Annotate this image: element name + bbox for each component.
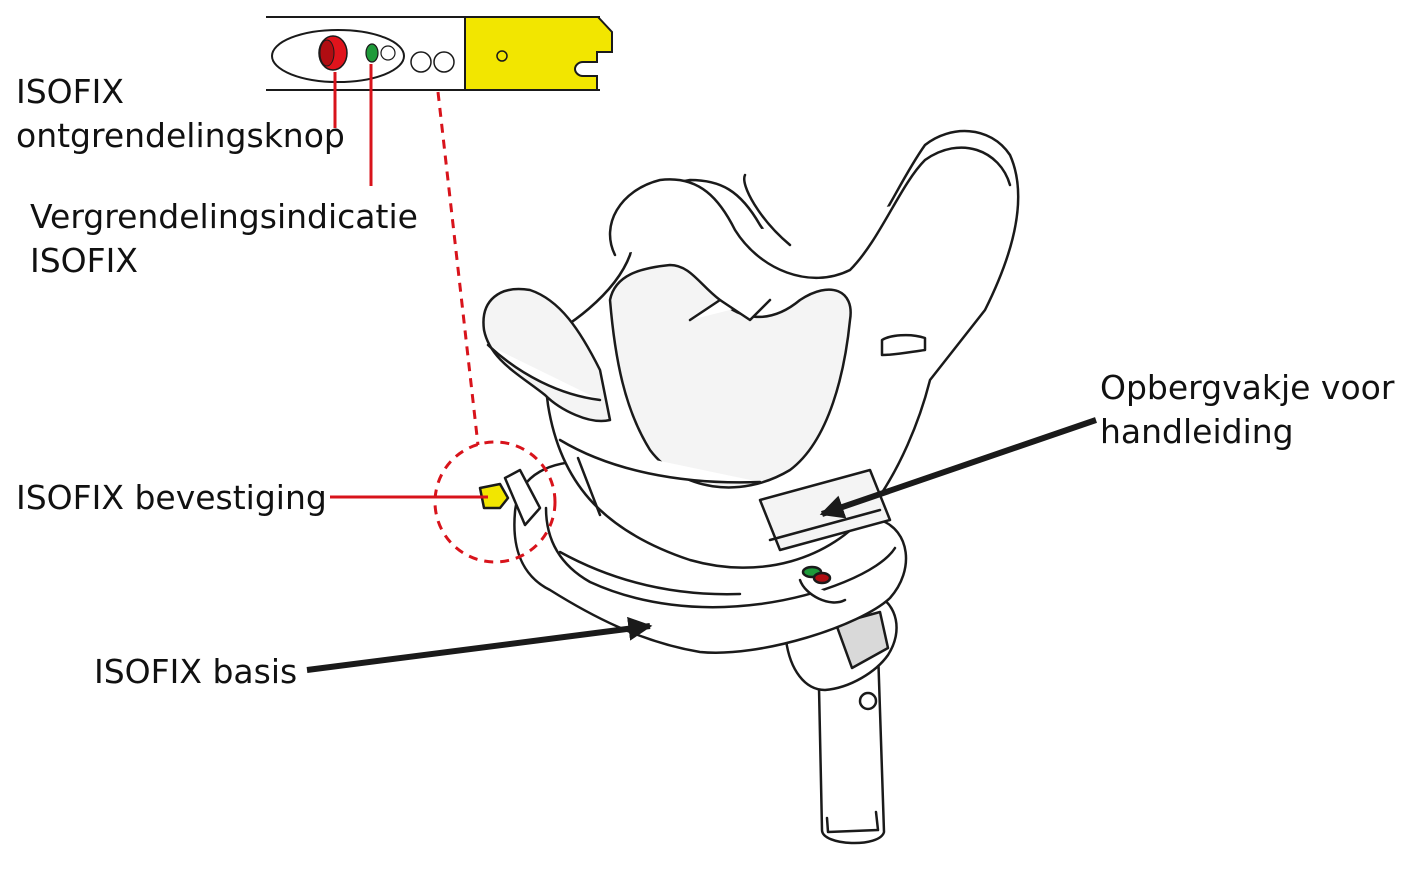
release-button-label-line2: ontgrendelingsknop <box>16 116 345 155</box>
lock-indicator-label-line2: ISOFIX <box>30 241 138 280</box>
green-indicator-icon <box>365 43 379 63</box>
car-seat-illustration <box>478 129 1020 845</box>
release-button-label: ISOFIX ontgrendelingsknop <box>16 70 345 158</box>
release-button-label-line1: ISOFIX <box>16 72 124 111</box>
isofix-connector-icon <box>464 16 613 91</box>
storage-label-line2: handleiding <box>1100 412 1294 451</box>
base-label: ISOFIX basis <box>94 652 298 691</box>
storage-arrow <box>819 417 1097 519</box>
base-arrow <box>306 616 653 673</box>
storage-label-line1: Opbergvakje voor <box>1100 368 1395 407</box>
lock-indicator-label-line1: Vergrendelingsindicatie <box>30 197 418 236</box>
attachment-label: ISOFIX bevestiging <box>16 478 327 517</box>
detail-link-dashed-line <box>436 91 480 446</box>
storage-label: Opbergvakje voor handleiding <box>1100 366 1394 454</box>
attachment-highlight-circle <box>433 440 557 564</box>
lock-indicator-label: Vergrendelingsindicatie ISOFIX <box>30 195 418 283</box>
